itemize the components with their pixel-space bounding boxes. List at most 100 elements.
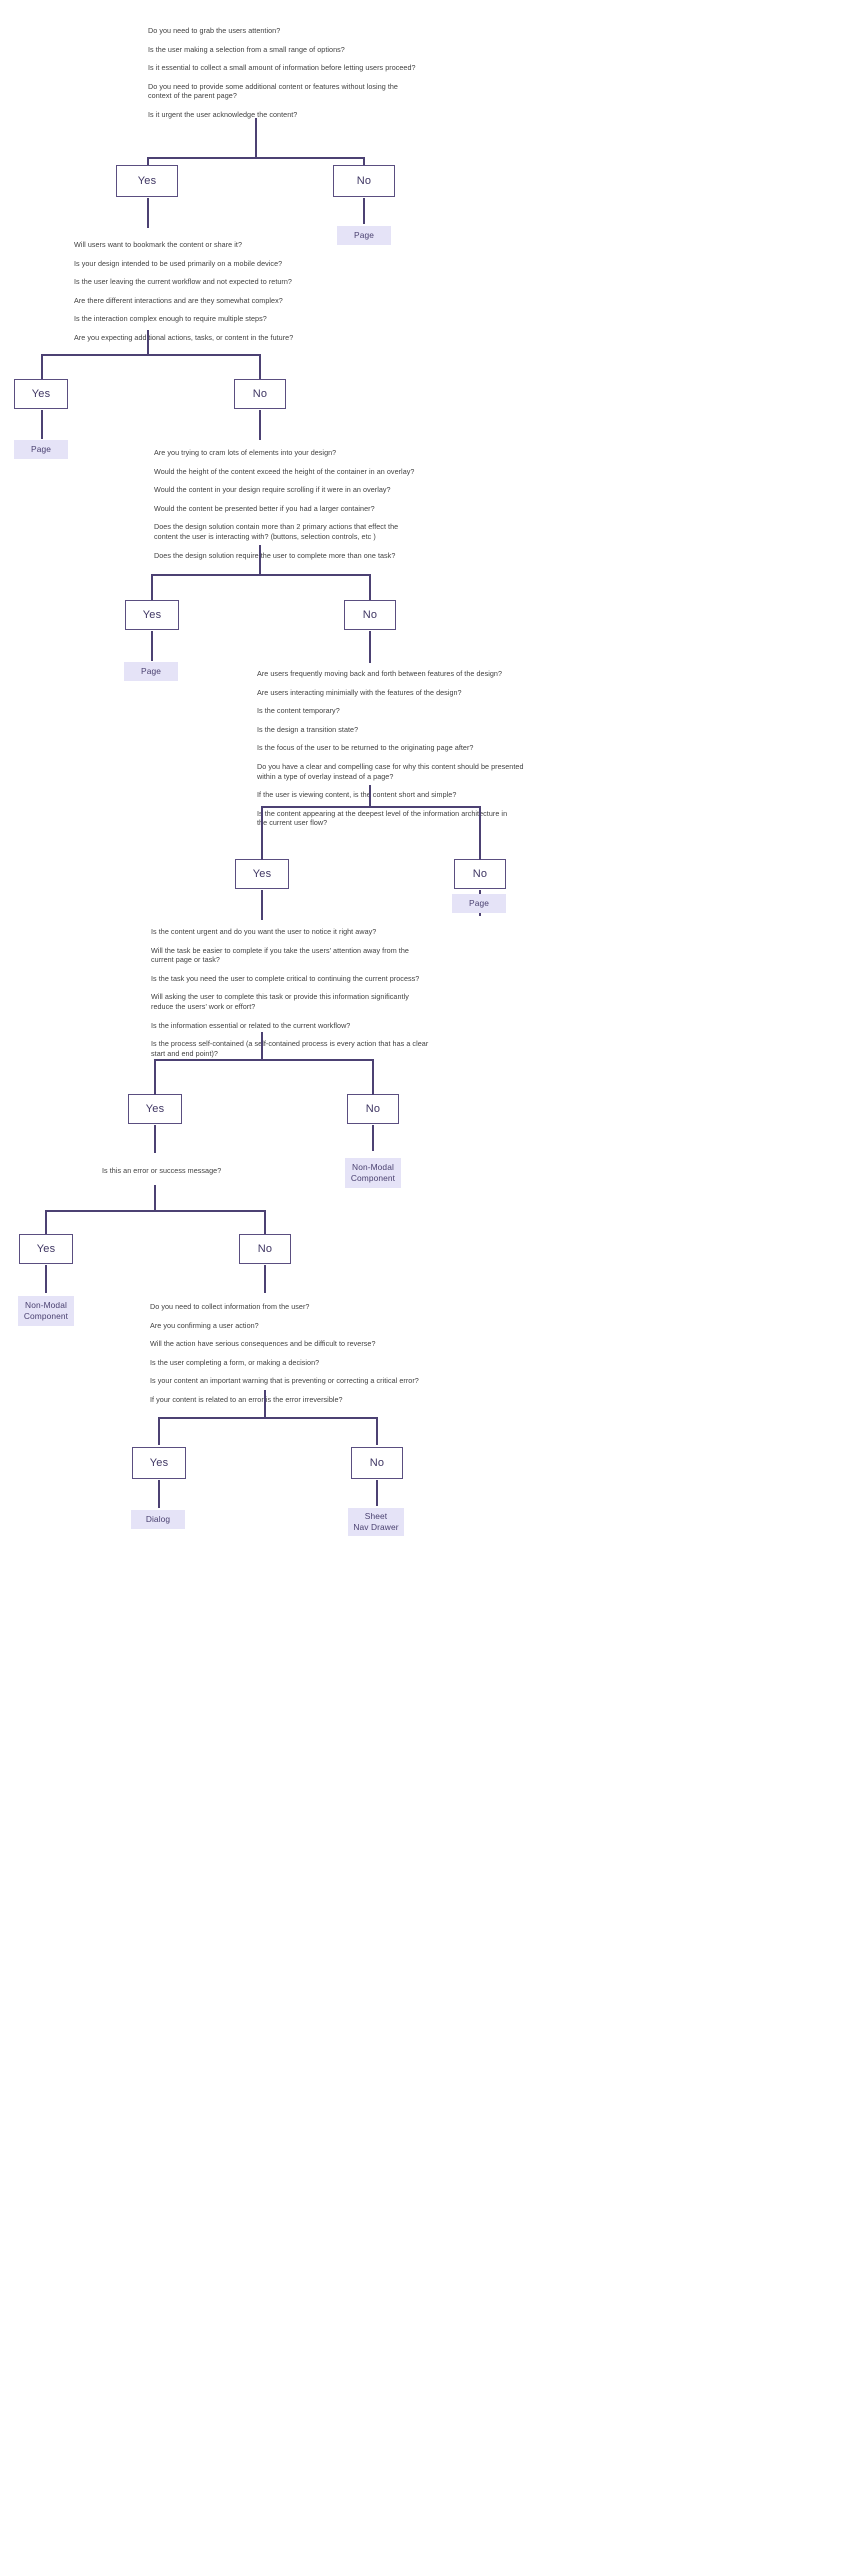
connector-no (376, 1417, 378, 1445)
connector-branch (41, 354, 260, 356)
question-block-stage-2: Will users want to bookmark the content … (74, 240, 504, 343)
outcome-label: Page (354, 230, 374, 240)
connector-no (372, 1059, 374, 1085)
connector-no (479, 806, 481, 832)
decision-box-no-stage-2[interactable]: No (234, 379, 286, 409)
connector-stem (369, 785, 371, 807)
outcome-label: Page (141, 666, 161, 676)
question-text: Is the information essential or related … (151, 1020, 351, 1030)
connector-yes (151, 574, 153, 600)
decision-box-no-stage-5[interactable]: No (347, 1094, 399, 1124)
question-text: Will the task be easier to complete if y… (151, 945, 409, 965)
decision-box-yes-stage-2[interactable]: Yes (14, 379, 68, 409)
question-text: Is it urgent the user acknowledge the co… (148, 109, 298, 119)
question-text: Does the design solution contain more th… (154, 522, 399, 541)
outcome-chip-dialog[interactable]: Dialog (131, 1510, 185, 1529)
question-text: Is the user leaving the current workflow… (74, 277, 292, 287)
question-text: Is the process self-contained (a self-co… (151, 1039, 429, 1058)
connector-yes (45, 1210, 47, 1236)
decision-label: No (472, 868, 488, 880)
connector-yes (154, 1059, 156, 1085)
outcome-chip-page[interactable]: Page (14, 440, 68, 459)
question-text: Do you need to collect information from … (150, 1302, 310, 1311)
connector-yes-mid (154, 1085, 156, 1095)
decision-label: No (356, 175, 372, 187)
decision-label: No (257, 1243, 273, 1255)
outcome-chip-page[interactable]: Page (452, 894, 506, 913)
connector-no-down (259, 410, 261, 440)
decision-label: Yes (31, 388, 51, 400)
decision-box-yes-stage-1[interactable]: Yes (116, 165, 178, 197)
question-text: Is the focus of the user to be returned … (257, 743, 474, 753)
connector-branch (45, 1210, 264, 1212)
connector-branch (151, 574, 370, 576)
decision-label: Yes (137, 175, 157, 187)
outcome-chip-page[interactable]: Page (337, 226, 391, 245)
decision-label: No (369, 1457, 385, 1469)
decision-box-yes-stage-4[interactable]: Yes (235, 859, 289, 889)
decision-label: Yes (145, 1103, 165, 1115)
question-text: Are you expecting additional actions, ta… (74, 332, 294, 342)
connector-yes-down (147, 198, 149, 228)
question-block-stage-1: Do you need to grab the users attention?… (148, 26, 568, 120)
outcome-chip-sheet-nav-drawer[interactable]: Sheet Nav Drawer (348, 1508, 404, 1536)
question-text: Is the user completing a form, or making… (150, 1357, 320, 1367)
connector-stem (261, 1032, 263, 1060)
connector-branch (147, 157, 365, 159)
outcome-chip-page[interactable]: Page (124, 662, 178, 681)
question-text: Is this an error or success message? (102, 1166, 222, 1175)
decision-label: Yes (36, 1243, 56, 1255)
decision-box-yes-stage-6[interactable]: Yes (19, 1234, 73, 1264)
question-text: Would the content be presented better if… (154, 503, 375, 513)
decision-label: Yes (252, 868, 272, 880)
decision-box-no-stage-7[interactable]: No (351, 1447, 403, 1479)
question-text: Is the interaction complex enough to req… (74, 314, 267, 324)
question-text: Is the content appearing at the deepest … (257, 808, 508, 828)
connector-yes-down (45, 1265, 47, 1293)
connector-yes-down (158, 1480, 160, 1508)
decision-box-no-stage-1[interactable]: No (333, 165, 395, 197)
outcome-chip-non-modal-component[interactable]: Non-Modal Component (18, 1296, 74, 1326)
question-text: Is the design a transition state? (257, 724, 359, 734)
outcome-label: Sheet Nav Drawer (353, 1511, 399, 1532)
outcome-chip-non-modal-component[interactable]: Non-Modal Component (345, 1158, 401, 1188)
connector-no-mid (372, 1085, 374, 1095)
outcome-label: Non-Modal Component (23, 1300, 69, 1321)
connector-no (369, 574, 371, 600)
outcome-label: Non-Modal Component (350, 1162, 396, 1183)
question-text: Do you need to provide some additional c… (148, 81, 398, 101)
question-text: Is your content an important warning tha… (150, 1376, 419, 1386)
question-text: Does the design solution require the use… (154, 550, 396, 560)
decision-box-yes-stage-5[interactable]: Yes (128, 1094, 182, 1124)
connector-no (259, 354, 261, 380)
decision-box-no-stage-4[interactable]: No (454, 859, 506, 889)
question-text: Are you trying to cram lots of elements … (154, 448, 337, 457)
question-text: If your content is related to an error i… (150, 1394, 343, 1404)
decision-label: Yes (142, 609, 162, 621)
outcome-label: Page (31, 444, 51, 454)
question-text: Are users frequently moving back and for… (257, 669, 503, 678)
question-text: Would the content in your design require… (154, 485, 391, 495)
question-text: Do you have a clear and compelling case … (257, 761, 524, 781)
connector-stem (255, 118, 257, 158)
connector-yes-down (151, 631, 153, 661)
question-block-stage-7: Do you need to collect information from … (150, 1302, 590, 1405)
question-text: Would the height of the content exceed t… (154, 466, 415, 476)
decision-label: No (252, 388, 268, 400)
connector-stem (264, 1390, 266, 1418)
decision-box-no-stage-3[interactable]: No (344, 600, 396, 630)
question-text: Will asking the user to complete this ta… (151, 992, 409, 1011)
connector-branch (158, 1417, 377, 1419)
decision-box-yes-stage-3[interactable]: Yes (125, 600, 179, 630)
connector-no-mid (479, 832, 481, 860)
decision-box-yes-stage-7[interactable]: Yes (132, 1447, 186, 1479)
outcome-label: Dialog (145, 1514, 171, 1524)
decision-label: No (362, 609, 378, 621)
question-text: Will users want to bookmark the content … (74, 240, 242, 249)
question-block-stage-4: Are users frequently moving back and for… (257, 669, 697, 828)
decision-box-no-stage-6[interactable]: No (239, 1234, 291, 1264)
question-block-stage-5: Is the content urgent and do you want th… (151, 927, 591, 1058)
question-block-stage-6: Is this an error or success message? (102, 1166, 402, 1176)
connector-no-down (376, 1480, 378, 1506)
